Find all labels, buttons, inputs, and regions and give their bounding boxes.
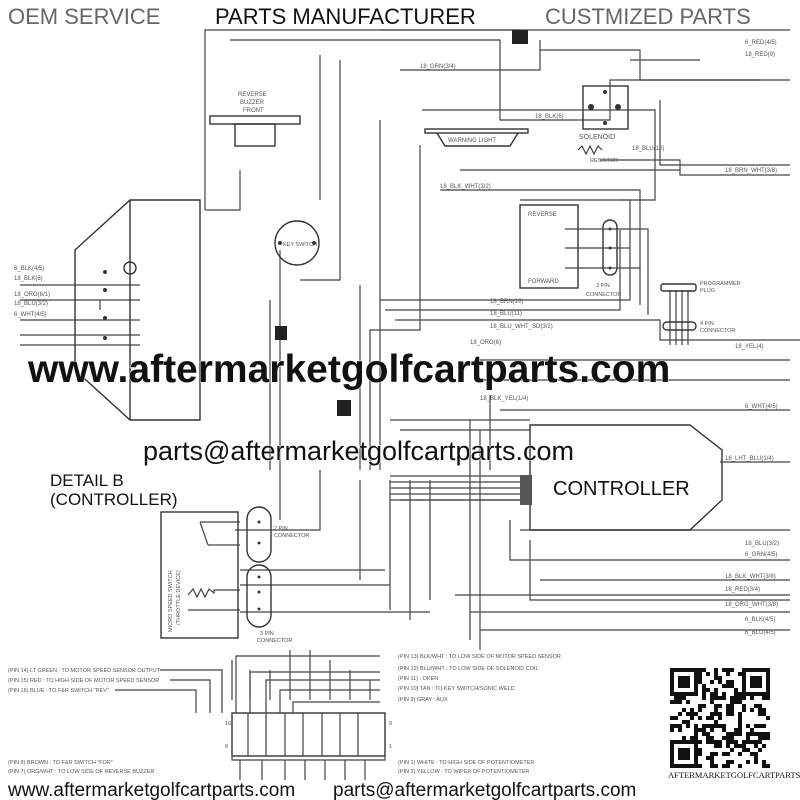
svg-text:(PIN 11) : OPEN: (PIN 11) : OPEN <box>398 676 438 682</box>
svg-text:18_BLU_WHT_SD(3/2): 18_BLU_WHT_SD(3/2) <box>490 324 553 330</box>
svg-text:(PIN 12) BLU/WHT : TO LOW SIDE: (PIN 12) BLU/WHT : TO LOW SIDE OF SOLENO… <box>398 666 539 672</box>
svg-text:REVERSE: REVERSE <box>238 92 267 98</box>
svg-text:(PIN 16) BLUE : TO F&R SWITCH: (PIN 16) BLUE : TO F&R SWITCH "REV" <box>8 688 109 694</box>
svg-text:6_GRN(4/5): 6_GRN(4/5) <box>745 552 777 558</box>
svg-text:PROGRAMMER: PROGRAMMER <box>700 281 741 287</box>
svg-text:CONNECTOR: CONNECTOR <box>274 533 309 539</box>
left-wire-label: 6_WHT(4/5) <box>14 312 47 318</box>
svg-text:18_RED(3/4): 18_RED(3/4) <box>725 587 760 593</box>
svg-text:18_BRN_WHT(3/8): 18_BRN_WHT(3/8) <box>725 168 777 174</box>
svg-text:18_BLU(12): 18_BLU(12) <box>632 146 664 152</box>
left-wire-label: 18_BLK(6) <box>14 276 43 282</box>
wires <box>20 29 800 780</box>
inline-fuse <box>275 326 287 340</box>
controller-pin-connector: 16 8 9 1 (PIN 14) LT GREEN : TO MOTOR SP… <box>8 654 561 775</box>
key-switch: KEY SWITCH <box>274 220 320 266</box>
svg-text:BUZZER: BUZZER <box>240 100 265 106</box>
left-wire-label: 18_ORG(6/1) <box>14 292 50 298</box>
svg-text:3 PIN: 3 PIN <box>260 631 274 637</box>
svg-text:18_RED(9): 18_RED(9) <box>745 52 775 58</box>
svg-text:RESISTOR: RESISTOR <box>590 158 618 164</box>
svg-text:1: 1 <box>389 744 392 750</box>
svg-text:3 PIN: 3 PIN <box>596 283 610 289</box>
svg-text:(PIN 14) LT GREEN : TO MOTOR S: (PIN 14) LT GREEN : TO MOTOR SPEED SENSO… <box>8 668 161 674</box>
watermark-email: parts@aftermarketgolfcartparts.com <box>143 436 574 466</box>
svg-text:WARNING LIGHT: WARNING LIGHT <box>448 138 496 144</box>
svg-text:(PIN 10) TAN : TO KEY SWITCH/S: (PIN 10) TAN : TO KEY SWITCH/SONIC WELD <box>398 686 515 692</box>
svg-text:(PIN 13) BLK/WHT : TO LOW SIDE: (PIN 13) BLK/WHT : TO LOW SIDE OF MOTOR … <box>398 654 561 660</box>
svg-text:6_BLK(4/5): 6_BLK(4/5) <box>745 617 775 623</box>
warning-light: WARNING LIGHT <box>424 128 529 147</box>
svg-text:6_RED(4/5): 6_RED(4/5) <box>745 40 777 46</box>
svg-text:8: 8 <box>225 744 228 750</box>
svg-text:FRONT: FRONT <box>243 108 264 114</box>
svg-text:(THROTTLE DEVICE): (THROTTLE DEVICE) <box>176 570 182 625</box>
svg-text:18_ORG_WHT(3/8): 18_ORG_WHT(3/8) <box>725 602 778 608</box>
svg-text:18_LHT_BLU(1/4): 18_LHT_BLU(1/4) <box>725 456 774 462</box>
svg-text:9: 9 <box>389 721 392 727</box>
svg-text:(PIN 2) YELLOW : TO WIPER OF P: (PIN 2) YELLOW : TO WIPER OF POTENTIOMET… <box>398 769 529 775</box>
svg-text:(PIN 7) ORG/WHT : TO LOW SIDE: (PIN 7) ORG/WHT : TO LOW SIDE OF REVERSE… <box>8 769 154 775</box>
svg-text:18_BLK(6): 18_BLK(6) <box>535 114 564 120</box>
inline-connector <box>337 400 351 416</box>
svg-text:PLUG: PLUG <box>700 288 715 294</box>
left-wire-label: 6_BLK(4/5) <box>14 266 44 272</box>
wire-labels: 6_RED(4/5) 18_RED(9) 18_GRN(3/4) 18_BLK(… <box>420 40 779 636</box>
detail-title: DETAIL B <box>50 471 124 490</box>
svg-text:18_BLK_WHT(3/2): 18_BLK_WHT(3/2) <box>440 184 491 190</box>
svg-text:18_GRN(3/4): 18_GRN(3/4) <box>420 64 456 70</box>
controller: CONTROLLER <box>390 424 723 531</box>
controller-detail-outline <box>74 199 201 421</box>
svg-text:SOLENOID: SOLENOID <box>579 134 615 141</box>
qr-code <box>668 666 772 770</box>
controller-detail-terminals <box>103 261 137 340</box>
header-parts-manufacturer: PARTS MANUFACTURER <box>215 4 476 29</box>
svg-text:4 PIN: 4 PIN <box>700 321 714 327</box>
svg-text:6_WHT(4/5): 6_WHT(4/5) <box>745 404 778 410</box>
svg-text:16: 16 <box>225 721 231 727</box>
svg-text:MICRO SPEED SWITCH: MICRO SPEED SWITCH <box>168 570 174 632</box>
svg-text:CONNECTOR: CONNECTOR <box>586 292 621 298</box>
svg-text:2 PIN: 2 PIN <box>274 526 288 532</box>
svg-text:6_BLU(4/5): 6_BLU(4/5) <box>745 630 776 636</box>
svg-text:18_YEL(4): 18_YEL(4) <box>735 344 764 350</box>
fuse-block <box>512 30 528 44</box>
svg-text:(PIN 1) WHITE : TO HIGH SIDE O: (PIN 1) WHITE : TO HIGH SIDE OF POTENTIO… <box>398 760 534 766</box>
footer-url[interactable]: www.aftermarketgolfcartparts.com <box>7 780 295 800</box>
detail-subtitle: (CONTROLLER) <box>50 490 178 509</box>
solenoid: SOLENOID RESISTOR <box>577 85 629 164</box>
qr-caption: AFTERMARKETGOLFCARTPARTS <box>668 770 800 780</box>
header-customized-parts: CUSTMIZED PARTS <box>545 4 751 29</box>
header-oem-service: OEM SERVICE <box>8 4 160 29</box>
svg-text:FORWARD: FORWARD <box>528 279 559 285</box>
svg-text:KEY SWITCH: KEY SWITCH <box>283 242 317 248</box>
footer-email[interactable]: parts@aftermarketgolfcartparts.com <box>333 780 636 800</box>
svg-text:(PIN 15) RED : TO HIGH SIDE OF: (PIN 15) RED : TO HIGH SIDE OF MOTOR SPE… <box>8 678 159 684</box>
programmer-plug: PROGRAMMER PLUG 4 PIN CONNECTOR <box>660 281 741 334</box>
svg-text:18_BLU(3/2): 18_BLU(3/2) <box>745 541 779 547</box>
svg-text:(PIN 8) BROWN : TO F&R SWITCH: (PIN 8) BROWN : TO F&R SWITCH "FOR" <box>8 760 113 766</box>
svg-text:REVERSE: REVERSE <box>528 212 557 218</box>
reverse-buzzer: REVERSE BUZZER FRONT <box>209 92 301 147</box>
svg-text:(PIN 9) GRAY : AUX: (PIN 9) GRAY : AUX <box>398 697 448 703</box>
left-wire-label: 18_BLU(3/2) <box>14 301 48 307</box>
watermark-url: www.aftermarketgolfcartparts.com <box>27 348 670 391</box>
svg-text:CONNECTOR: CONNECTOR <box>700 328 735 334</box>
svg-text:18_ORG(6): 18_ORG(6) <box>470 340 501 346</box>
forward-reverse-switch: REVERSE FORWARD 3 PIN CONNECTOR <box>519 204 649 315</box>
svg-text:18_BLU(11): 18_BLU(11) <box>490 311 522 317</box>
svg-text:18_BLK_WHT(3/8): 18_BLK_WHT(3/8) <box>725 574 776 580</box>
svg-text:18_BRN(10): 18_BRN(10) <box>490 299 523 305</box>
svg-text:CONTROLLER: CONTROLLER <box>553 478 690 500</box>
throttle-device: MICRO SPEED SWITCH (THROTTLE DEVICE) 2 P… <box>160 506 309 644</box>
svg-text:CONNECTOR: CONNECTOR <box>257 638 292 644</box>
svg-text:18_BLK_YEL(1/4): 18_BLK_YEL(1/4) <box>480 396 528 402</box>
